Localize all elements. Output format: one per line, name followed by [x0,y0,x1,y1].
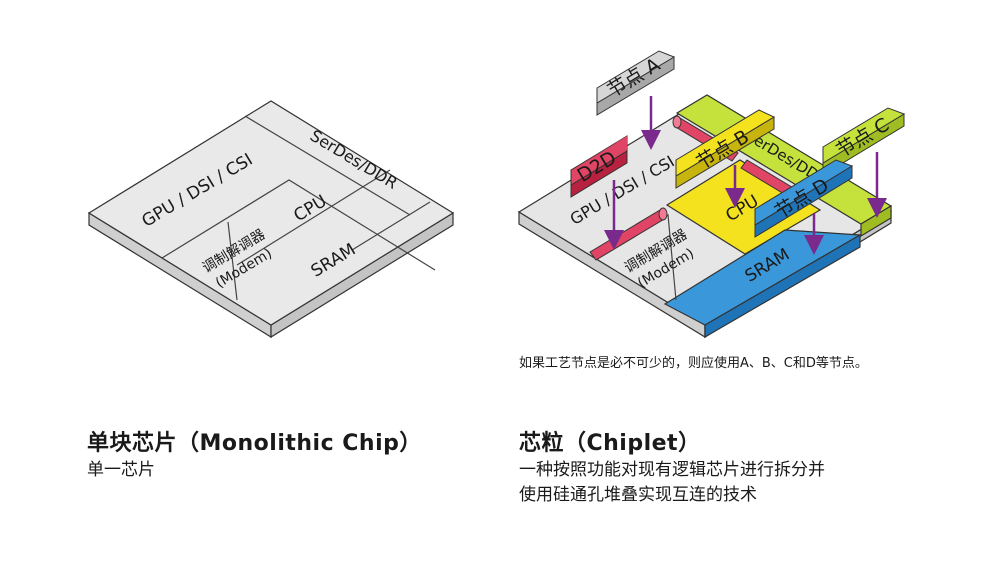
d2d-bar-upper-cap [672,115,682,129]
d2d-bar-lower-cap [658,207,668,221]
node-b-tag: 节点 B [675,109,776,189]
node-arrows [604,96,887,255]
chiplet-title: 芯粒（Chiplet） [519,431,701,456]
node-c-label: 节点 C [833,114,893,162]
monolithic-title: 单块芯片（Monolithic Chip） [87,431,422,456]
chiplet-subtitle-line2: 使用硅通孔堆叠实现互连的技术 [519,485,757,505]
chiplet-note: 如果工艺节点是必不可少的，则应使用A、B、C和D等节点。 [519,356,868,371]
mono-block-dividers [161,115,436,301]
node-a-tag: 节点 A [596,50,676,116]
d2d-tag: D2D [570,135,628,198]
mono-top [87,100,455,326]
chiplet-subtitle-line1: 一种按照功能对现有逻辑芯片进行拆分并 [519,460,825,480]
node-a-label: 节点 A [604,54,664,102]
monolithic-chip: GPU / DSI / CSI SerDes/DDR CPU 调制解调器 (Mo… [87,100,455,339]
chiplet-chip: GPU / DSI / CSI SerDes/DDR CPU 调制解调器 (Mo… [517,50,906,339]
monolithic-subtitle: 单一芯片 [87,460,155,480]
chiplet-sram-side [704,233,861,339]
